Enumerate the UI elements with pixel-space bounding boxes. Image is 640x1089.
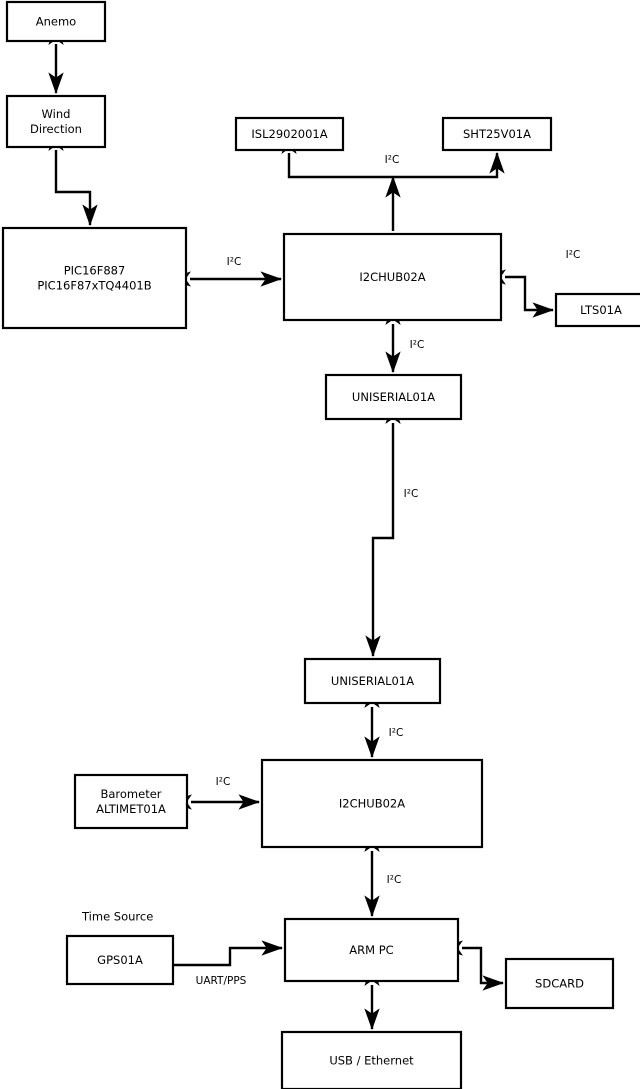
- edge-hub-sensors: I²C: [281, 132, 505, 231]
- node-box-usb-ethernet[interactable]: [280, 1030, 463, 1089]
- node-label-uniserial-2: UNISERIAL01A: [331, 674, 414, 688]
- edge-hub-armpc: I²C: [364, 830, 402, 917]
- edge-winddir-pic: [48, 129, 98, 226]
- edge-label-barometer-hub: I²C: [216, 776, 231, 788]
- edge-label-uniserial-link: I²C: [404, 488, 419, 500]
- node-arm-pc[interactable]: ARM PC: [283, 917, 460, 983]
- node-box-isl[interactable]: [234, 116, 345, 152]
- node-box-arm-pc[interactable]: [283, 917, 460, 983]
- node-box-hub-top[interactable]: [282, 232, 503, 322]
- node-label-hub-bottom: I2CHUB02A: [339, 796, 405, 810]
- node-gps[interactable]: GPS01A: [65, 934, 175, 986]
- node-anemo[interactable]: Anemo: [5, 0, 107, 43]
- node-box-barometer[interactable]: [73, 773, 189, 830]
- node-label-sdcard: SDCARD: [535, 976, 584, 990]
- edge-armpc-sdcard: [441, 940, 504, 991]
- node-box-sdcard[interactable]: [504, 957, 615, 1010]
- node-box-hub-bottom[interactable]: [260, 758, 484, 849]
- node-box-anemo[interactable]: [5, 0, 107, 43]
- edge-hub-lts: I²C: [484, 249, 581, 318]
- node-label-uniserial-1: UNISERIAL01A: [352, 390, 435, 404]
- edge-label-gps-armpc: UART/PPS: [196, 975, 247, 987]
- edge-label-hub-armpc: I²C: [387, 874, 402, 886]
- node-uniserial-1[interactable]: UNISERIAL01A: [324, 373, 463, 421]
- node-sht[interactable]: SHT25V01A: [441, 116, 553, 152]
- edge-line: [441, 940, 504, 991]
- edge-pic-hub: I²C: [169, 256, 282, 287]
- edge-gps-armpc: UART/PPS: [173, 940, 283, 987]
- edge-label-hub-sensors: I²C: [385, 154, 400, 166]
- edge-label-hub-uniserial1: I²C: [410, 339, 425, 351]
- edge-line: [173, 940, 283, 967]
- edge-label-hub-lts: I²C: [566, 249, 581, 261]
- edge-hub-uniserial1: I²C: [385, 303, 425, 373]
- node-label-sht: SHT25V01A: [463, 127, 531, 141]
- node-label-isl: ISL2902001A: [251, 127, 327, 141]
- node-box-uniserial-2[interactable]: [303, 657, 442, 705]
- node-label-anemo: Anemo: [36, 14, 76, 28]
- node-uniserial-2[interactable]: UNISERIAL01A: [303, 657, 442, 705]
- node-box-wind-dir[interactable]: [5, 94, 107, 149]
- edge-layer: I²C I²C I²C I²C I²C I²C I²C I²C UART/PPS: [48, 23, 581, 1030]
- edge-uniserial2-hub: I²C: [364, 686, 404, 758]
- edge-uniserial-link: I²C: [365, 402, 419, 657]
- node-label-usb-ethernet: USB / Ethernet: [329, 1053, 414, 1067]
- edge-line: [484, 269, 554, 318]
- node-box-gps[interactable]: [65, 934, 175, 986]
- node-label-lts: LTS01A: [580, 303, 622, 317]
- node-box-uniserial-1[interactable]: [324, 373, 463, 421]
- node-label-arm-pc: ARM PC: [349, 943, 393, 957]
- node-label-gps: GPS01A: [97, 953, 143, 967]
- time-source-label: Time Source: [81, 910, 153, 924]
- node-box-pic[interactable]: [1, 226, 188, 330]
- node-box-sht[interactable]: [441, 116, 553, 152]
- node-box-lts[interactable]: [554, 292, 640, 328]
- free-label-layer: Time Source: [81, 910, 153, 924]
- edge-line: [365, 402, 401, 657]
- edge-label-pic-hub: I²C: [227, 256, 242, 268]
- edge-barometer-hub: I²C: [170, 776, 260, 810]
- node-hub-bottom[interactable]: I2CHUB02A: [260, 758, 484, 849]
- edge-line: [48, 129, 98, 226]
- node-hub-top[interactable]: I2CHUB02A: [282, 232, 503, 322]
- node-usb-ethernet[interactable]: USB / Ethernet: [280, 1030, 463, 1089]
- node-label-hub-top: I2CHUB02A: [359, 270, 425, 284]
- node-sdcard[interactable]: SDCARD: [504, 957, 615, 1010]
- node-isl[interactable]: ISL2902001A: [234, 116, 345, 152]
- edge-label-uniserial2-hub: I²C: [389, 727, 404, 739]
- node-lts[interactable]: LTS01A: [554, 292, 640, 328]
